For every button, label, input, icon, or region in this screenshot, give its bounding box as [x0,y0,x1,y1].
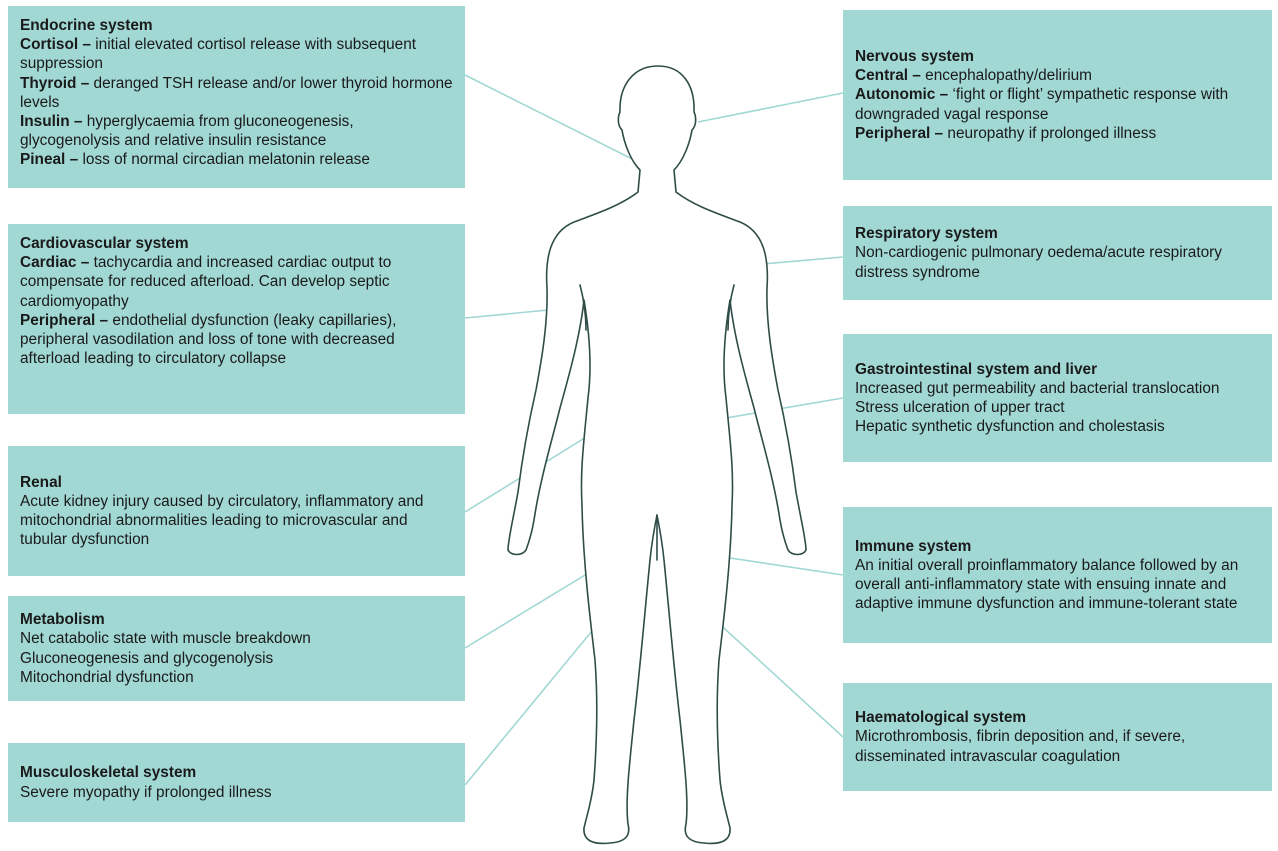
haematological-text: Microthrombosis, fibrin deposition and, … [855,728,1186,765]
cardiovascular-item-text: tachycardia and increased cardiac output… [20,254,392,310]
nervous-item: Autonomic – ‘fight or flight’ sympatheti… [855,85,1260,123]
metabolism-line: Net catabolic state with muscle breakdow… [20,630,311,648]
nervous-item-label: Peripheral – [855,124,944,142]
gastrointestinal-line: Hepatic synthetic dysfunction and choles… [855,418,1165,436]
endocrine-item: Insulin – hyperglycaemia from gluconeoge… [20,112,453,150]
gastrointestinal-line: Stress ulceration of upper tract [855,399,1065,416]
cardiovascular-item-label: Cardiac – [20,254,90,272]
endocrine-item: Thyroid – deranged TSH release and/or lo… [20,74,453,112]
renal-text: Acute kidney injury caused by circulator… [20,492,424,549]
cardiovascular-box: Cardiovascular system Cardiac – tachycar… [8,224,465,414]
endocrine-box: Endocrine system Cortisol – initial elev… [8,6,465,188]
cardiovascular-item-text: endothelial dysfunction (leaky capillari… [20,311,397,368]
musculoskeletal-title: Musculoskeletal system [20,764,197,782]
cardiovascular-item: Cardiac – tachycardia and increased card… [20,253,453,311]
nervous-title: Nervous system [855,47,974,65]
respiratory-text: Non-cardiogenic pulmonary oedema/acute r… [855,244,1223,281]
cardiovascular-item: Peripheral – endothelial dysfunction (le… [20,311,453,369]
endocrine-item-text: deranged TSH release and/or lower thyroi… [20,74,453,111]
connector-endocrine [464,74,659,173]
renal-title: Renal [20,473,62,491]
musculoskeletal-text: Severe myopathy if prolonged illness [20,783,272,801]
haematological-title: Haematological system [855,709,1027,727]
haematological-box: Haematological system Microthrombosis, f… [843,683,1272,791]
nervous-item: Central – encephalopathy/delirium [855,66,1260,85]
nervous-item: Peripheral – neuropathy if prolonged ill… [855,124,1260,143]
endocrine-item: Pineal – loss of normal circadian melato… [20,150,453,169]
endocrine-item: Cortisol – initial elevated cortisol rel… [20,35,453,73]
nervous-item-text: ‘fight or flight’ sympathetic response w… [855,86,1229,123]
nervous-item-text: encephalopathy/delirium [920,67,1092,85]
respiratory-box: Respiratory system Non-cardiogenic pulmo… [843,206,1272,300]
nervous-item-label: Autonomic – [855,86,949,104]
musculoskeletal-box: Musculoskeletal system Severe myopathy i… [8,743,465,822]
connector-nervous [697,92,844,123]
endocrine-item-text: hyperglycaemia from gluconeogenesis, gly… [20,113,354,150]
gastrointestinal-box: Gastrointestinal system and liver Increa… [843,334,1272,462]
respiratory-title: Respiratory system [855,225,998,243]
cardiovascular-item-label: Peripheral – [20,311,109,329]
endocrine-item-text: loss of normal circadian melatonin relea… [78,151,370,169]
endocrine-title: Endocrine system [20,17,153,34]
immune-title: Immune system [855,537,972,555]
endocrine-item-label: Thyroid – [20,74,90,92]
endocrine-item-label: Insulin – [20,113,83,131]
metabolism-line: Mitochondrial dysfunction [20,668,194,686]
gastrointestinal-title: Gastrointestinal system and liver [855,360,1098,378]
nervous-item-label: Central – [855,67,921,85]
cardiovascular-title: Cardiovascular system [20,235,189,252]
renal-box: Renal Acute kidney injury caused by circ… [8,446,465,576]
nervous-box: Nervous system Central – encephalopathy/… [843,10,1272,180]
immune-box: Immune system An initial overall proinfl… [843,507,1272,643]
immune-text: An initial overall proinflammatory balan… [855,556,1239,613]
nervous-item-text: neuropathy if prolonged illness [943,124,1157,142]
gastrointestinal-line: Increased gut permeability and bacterial… [855,379,1220,397]
human-body-outline [507,65,807,845]
metabolism-line: Gluconeogenesis and glycogenolysis [20,649,274,667]
endocrine-item-label: Pineal – [20,151,79,169]
endocrine-item-text: initial elevated cortisol release with s… [20,36,417,73]
metabolism-box: Metabolism Net catabolic state with musc… [8,596,465,701]
metabolism-title: Metabolism [20,611,105,629]
endocrine-item-label: Cortisol – [20,36,91,54]
